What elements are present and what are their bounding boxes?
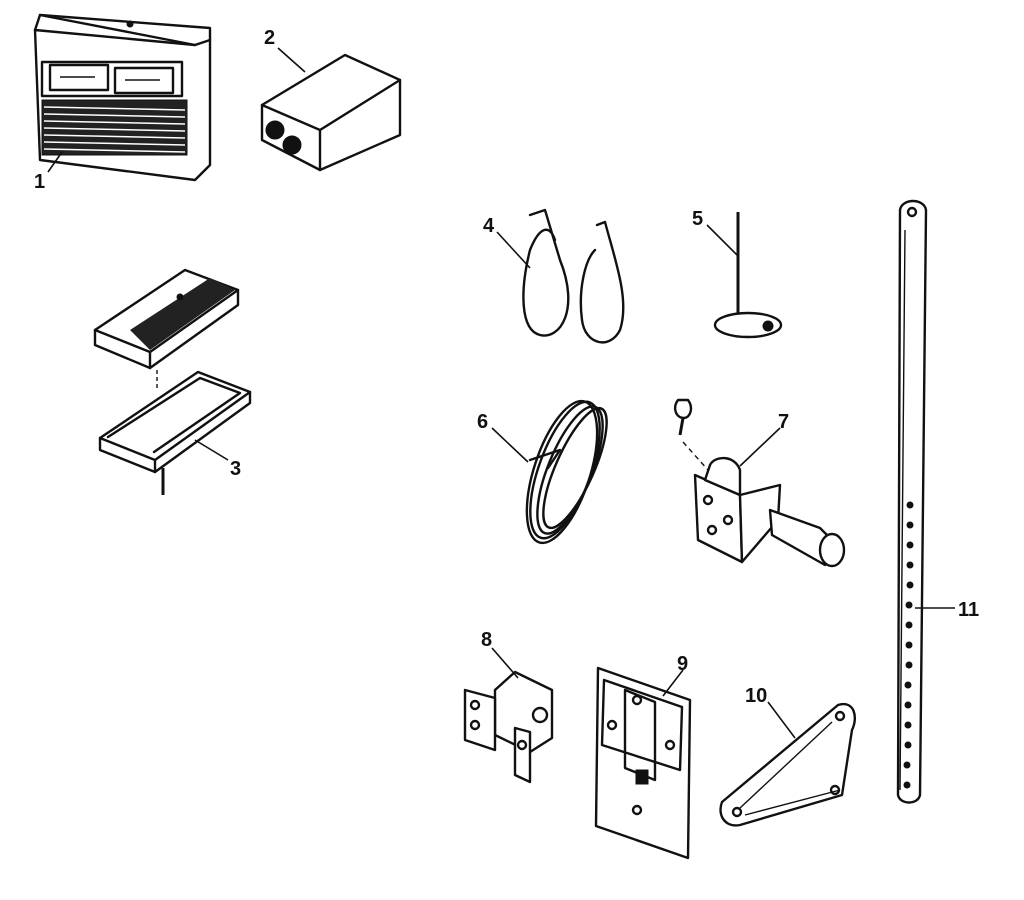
callout-2: 2 xyxy=(264,27,275,49)
part-5-handle xyxy=(713,212,783,339)
part-9-plate xyxy=(594,666,692,860)
callout-1: 1 xyxy=(34,171,45,193)
callout-11: 11 xyxy=(958,599,979,621)
part-1-receiver xyxy=(33,13,212,182)
part-7-bracket xyxy=(673,398,846,568)
callout-9: 9 xyxy=(677,653,688,675)
callout-5: 5 xyxy=(692,208,703,230)
callout-10: 10 xyxy=(745,685,767,707)
callout-labels: 1 2 3 4 5 6 7 8 9 10 11 xyxy=(34,27,979,707)
part-10-angle-bracket xyxy=(719,702,856,827)
part-11-strap xyxy=(896,199,928,804)
part-8-door-bracket xyxy=(463,670,554,784)
part-4-hooks xyxy=(522,208,625,344)
callout-6: 6 xyxy=(477,411,488,433)
callout-4: 4 xyxy=(483,215,495,237)
part-3-transmitter xyxy=(93,268,252,495)
leader-lines xyxy=(47,47,955,739)
part-6-wire-coil xyxy=(525,399,608,545)
callout-7: 7 xyxy=(778,411,789,433)
callout-8: 8 xyxy=(481,629,492,651)
part-2-battery xyxy=(260,53,402,172)
callout-3: 3 xyxy=(230,458,241,480)
strap-holes xyxy=(903,501,914,789)
